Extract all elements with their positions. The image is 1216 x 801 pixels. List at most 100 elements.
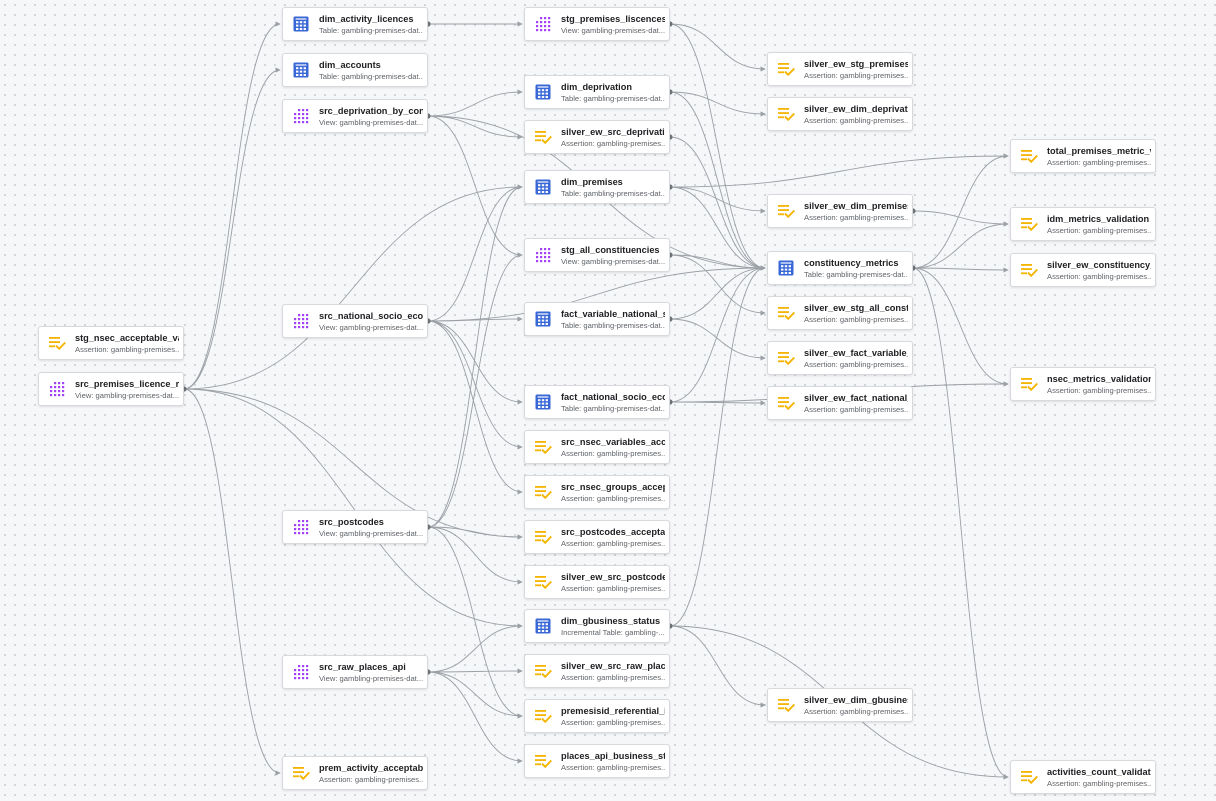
edge-src_raw-to-places_api — [427, 671, 523, 764]
edge-src_premises-to-dim_gbusiness — [183, 388, 523, 629]
node-stg-nsec-acceptable-val[interactable]: stg_nsec_acceptable_val...Assertion: gam… — [38, 326, 184, 360]
edge-constituency-to-activities_count — [912, 267, 1009, 780]
assertion-icon — [776, 348, 796, 368]
edge-fact_national-to-constituency — [669, 265, 766, 403]
table-icon — [533, 309, 553, 329]
node-silver-ew-src-deprivatio[interactable]: silver_ew_src_deprivatio...Assertion: ga… — [524, 120, 670, 154]
assertion-icon — [533, 572, 553, 592]
node-silver-ew-constituency[interactable]: silver_ew_constituency_...Assertion: gam… — [1010, 253, 1156, 287]
node-silver-ew-fact-national[interactable]: silver_ew_fact_national_...Assertion: ga… — [767, 386, 913, 420]
node-stg-premises-liscences[interactable]: stg_premises_liscences_...View: gambling… — [524, 7, 670, 41]
node-src-national-socio-econ[interactable]: src_national_socio_econ...View: gambling… — [282, 304, 428, 338]
assertion-icon — [776, 695, 796, 715]
edge-src_premises-to-dim_premises — [183, 184, 523, 390]
assertion-icon — [1019, 146, 1039, 166]
view-icon — [291, 311, 311, 331]
edge-silver_src_depriv-to-constituency — [669, 136, 766, 271]
node-silver-ew-dim-premises[interactable]: silver_ew_dim_premises...Assertion: gamb… — [767, 194, 913, 228]
edge-src_depriv-to-silver_src_depriv — [427, 115, 523, 140]
node-fact-national-socio-eco[interactable]: fact_national_socio_eco...Table: gamblin… — [524, 385, 670, 419]
view-icon — [533, 245, 553, 265]
view-icon — [291, 106, 311, 126]
node-silver-ew-dim-gbusines[interactable]: silver_ew_dim_gbusines...Assertion: gamb… — [767, 688, 913, 722]
assertion-icon — [1019, 374, 1039, 394]
view-icon — [47, 379, 67, 399]
edge-src_depriv-to-stg_all — [427, 115, 523, 258]
assertion-icon — [776, 393, 796, 413]
edge-src_postcodes-to-premesisid — [427, 526, 523, 719]
edge-fact_variable-to-silver_fact_variable — [669, 318, 766, 361]
assertion-icon — [533, 527, 553, 547]
incremental-table-icon — [533, 616, 553, 636]
node-total-premises-metric-v[interactable]: total_premises_metric_v...Assertion: gam… — [1010, 139, 1156, 173]
edge-dim_gbusiness-to-silver_dim_gbusiness — [669, 625, 766, 708]
view-icon — [291, 517, 311, 537]
node-src-postcodes-acceptab[interactable]: src_postcodes_acceptab...Assertion: gamb… — [524, 520, 670, 554]
edge-src_postcodes-to-silver_src_postcodes — [427, 526, 523, 585]
node-src-nsec-variables-acce[interactable]: src_nsec_variables_acce...Assertion: gam… — [524, 430, 670, 464]
table-icon — [291, 60, 311, 80]
edge-src_depriv-to-dim_depriv — [427, 89, 523, 117]
edge-stg_all-to-constituency — [669, 254, 766, 271]
assertion-icon — [533, 482, 553, 502]
edge-stg_premises-to-silver_stg_premises — [669, 23, 766, 72]
edge-fact_variable-to-constituency — [669, 265, 766, 320]
edge-src_raw-to-dim_gbusiness — [427, 623, 523, 673]
edge-dim_depriv-to-constituency — [669, 91, 766, 271]
assertion-icon — [533, 437, 553, 457]
assertion-icon — [291, 763, 311, 783]
node-places-api-business-sta[interactable]: places_api_business_sta...Assertion: gam… — [524, 744, 670, 778]
table-icon — [776, 258, 796, 278]
node-silver-ew-stg-all-constit[interactable]: silver_ew_stg_all_constit...Assertion: g… — [767, 296, 913, 330]
edge-constituency-to-idm_metrics — [912, 221, 1009, 269]
edge-silver_dim_premises-to-idm_metrics — [912, 210, 1009, 227]
assertion-icon — [47, 333, 67, 353]
edge-src_postcodes-to-dim_premises — [427, 184, 523, 528]
assertion-icon — [533, 751, 553, 771]
table-icon — [533, 392, 553, 412]
assertion-icon — [776, 104, 796, 124]
table-icon — [533, 82, 553, 102]
assertion-icon — [776, 201, 796, 221]
node-silver-ew-stg-premises[interactable]: silver_ew_stg_premises_...Assertion: gam… — [767, 52, 913, 86]
edge-src_premises-to-prem_activity — [183, 388, 281, 776]
edge-dim_premises-to-total_premises — [669, 153, 1009, 188]
assertion-icon — [1019, 214, 1039, 234]
node-silver-ew-dim-deprivatio[interactable]: silver_ew_dim_deprivatio...Assertion: ga… — [767, 97, 913, 131]
node-src-nsec-groups-accept[interactable]: src_nsec_groups_accept...Assertion: gamb… — [524, 475, 670, 509]
assertion-icon — [776, 303, 796, 323]
table-icon — [291, 14, 311, 34]
edge-dim_premises-to-constituency — [669, 186, 766, 271]
node-src-deprivation-by-const[interactable]: src_deprivation_by_const...View: gamblin… — [282, 99, 428, 133]
edge-stg_all-to-silver_stg_all — [669, 254, 766, 316]
edge-dim_gbusiness-to-constituency — [669, 265, 766, 627]
edge-dim_premises-to-silver_dim_premises — [669, 186, 766, 214]
node-silver-ew-src-raw-place[interactable]: silver_ew_src_raw_place...Assertion: gam… — [524, 654, 670, 688]
edge-constituency-to-total_premises — [912, 153, 1009, 269]
assertion-icon — [1019, 767, 1039, 787]
node-fact-variable-national-s[interactable]: fact_variable_national_s...Table: gambli… — [524, 302, 670, 336]
edge-constituency-to-nsec_metrics — [912, 267, 1009, 387]
node-silver-ew-fact-variable[interactable]: silver_ew_fact_variable_...Assertion: ga… — [767, 341, 913, 375]
edge-src_national-to-src_nsec_groups — [427, 320, 523, 495]
view-icon — [533, 14, 553, 34]
node-premesisid-referential-in[interactable]: premesisid_referential_in...Assertion: g… — [524, 699, 670, 733]
node-prem-activity-acceptabl[interactable]: prem_activity_acceptabl...Assertion: gam… — [282, 756, 428, 790]
node-silver-ew-src-postcodes[interactable]: silver_ew_src_postcodes...Assertion: gam… — [524, 565, 670, 599]
node-src-premises-licence-re[interactable]: src_premises_licence_re...View: gambling… — [38, 372, 184, 406]
edge-src_raw-to-silver_src_raw — [427, 668, 523, 674]
edge-src_postcodes-to-stg_all — [427, 252, 523, 528]
edge-src_raw-to-premesisid — [427, 671, 523, 719]
